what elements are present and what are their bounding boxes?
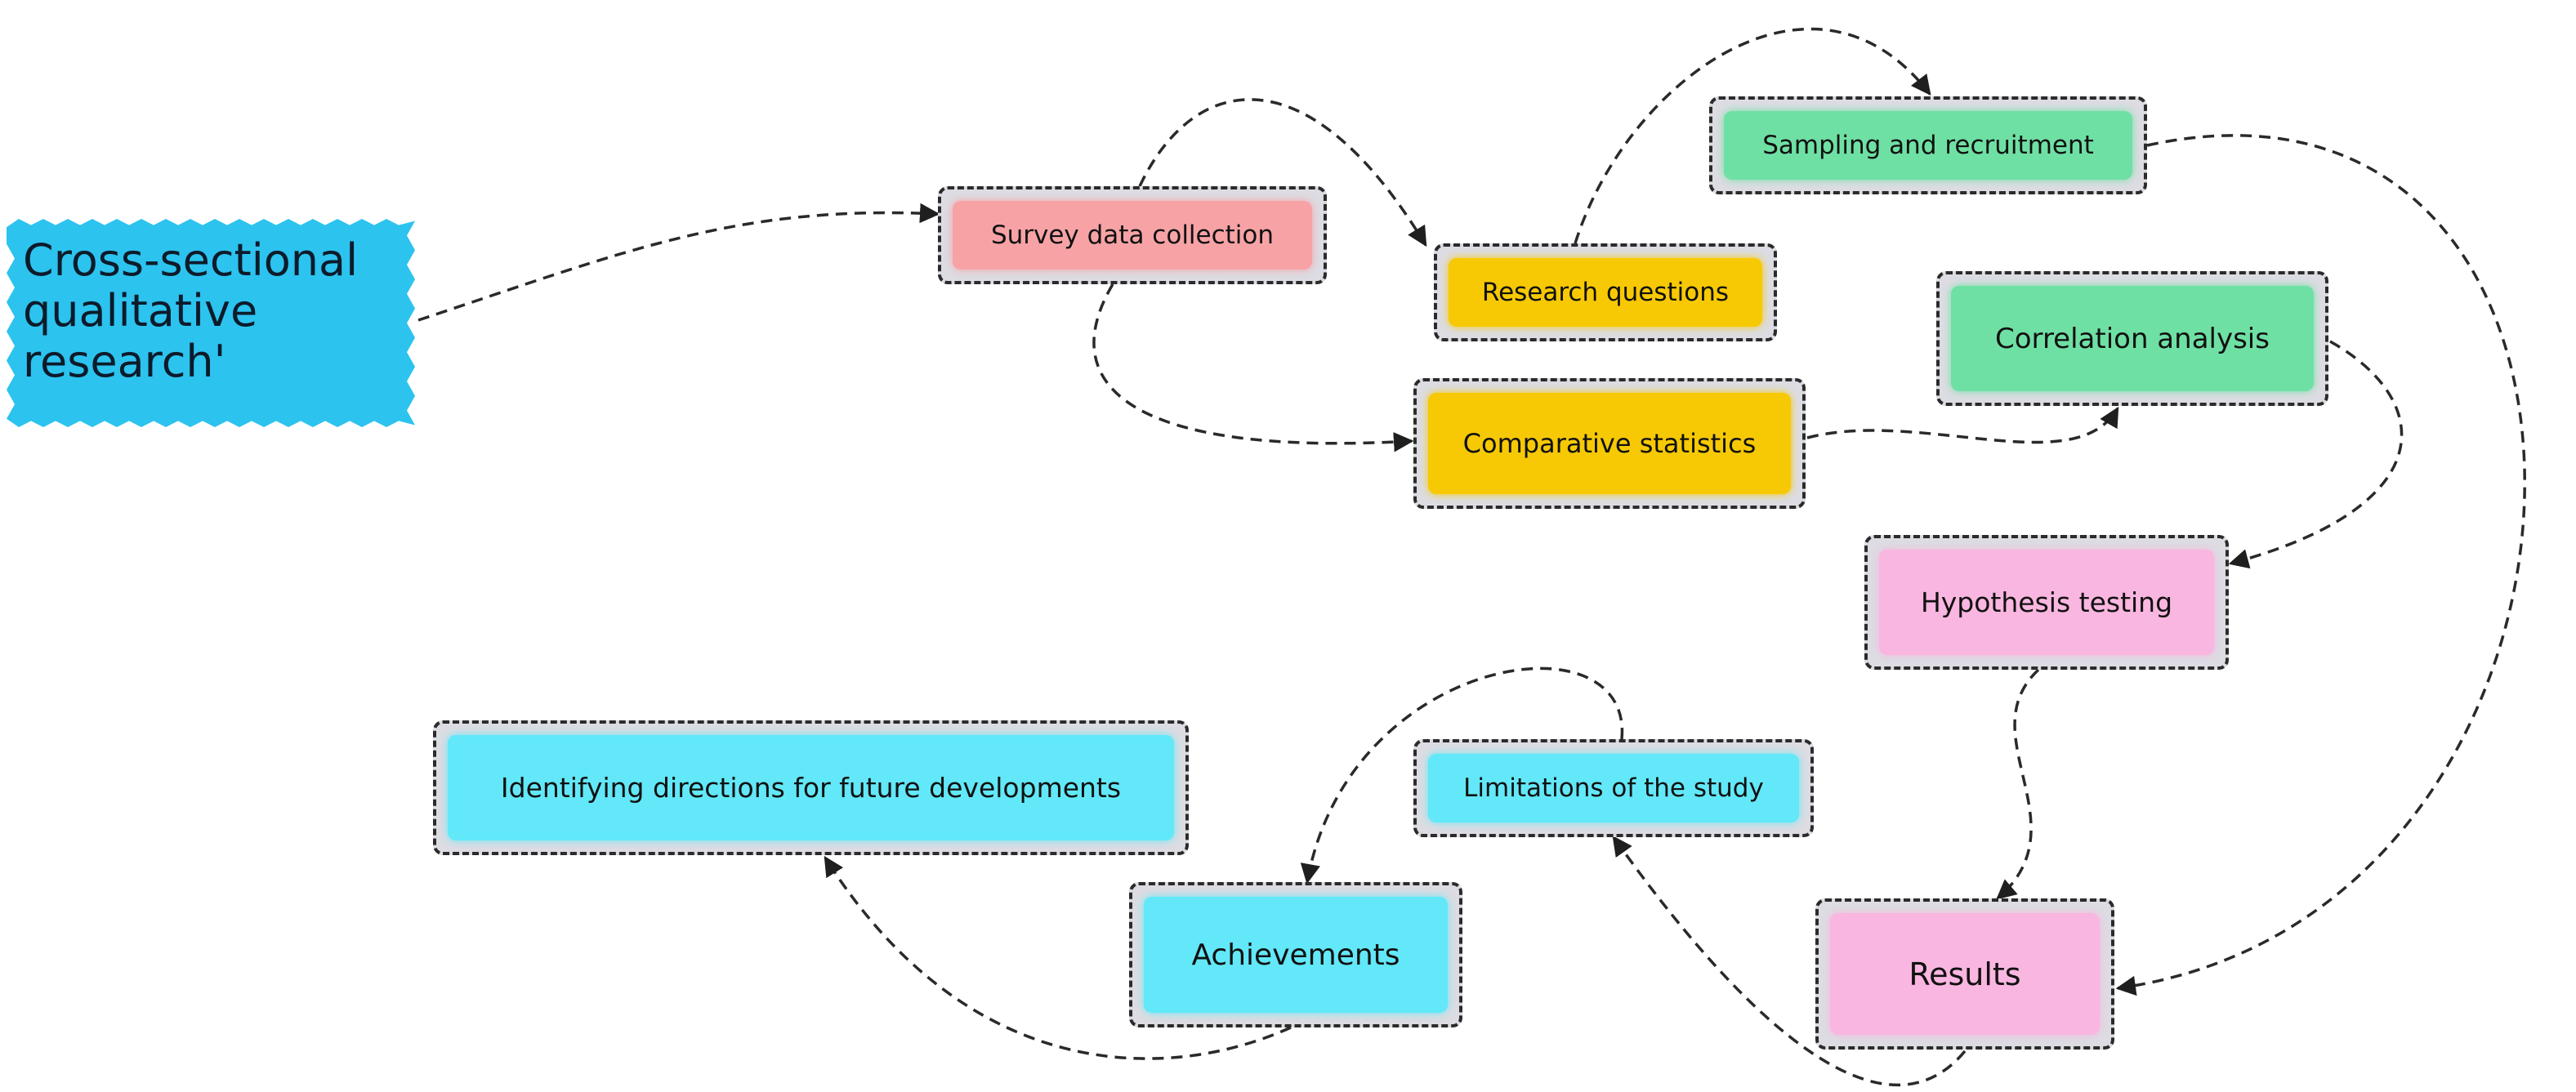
start-node-background <box>7 219 415 427</box>
edge-correlation-to-hypothesis <box>2228 340 2404 569</box>
node-hypothesis-testing: Hypothesis testing <box>1864 535 2229 670</box>
node-comparative-label: Comparative statistics <box>1462 428 1757 459</box>
node-correlation-analysis: Correlation analysis <box>1936 271 2328 406</box>
node-limitations-fill: Limitations of the study <box>1428 754 1799 822</box>
node-correlation-label: Correlation analysis <box>1995 322 2270 355</box>
node-achievements: Achievements <box>1129 882 1462 1027</box>
edge-survey-to-research-questions <box>1138 98 1427 247</box>
node-results-label: Results <box>1909 956 2021 992</box>
node-sampling-label: Sampling and recruitment <box>1762 131 2094 160</box>
edge-comparative-to-correlation <box>1806 406 2119 444</box>
node-research-questions-label: Research questions <box>1481 278 1730 307</box>
edge-hypothesis-to-results <box>1996 668 2040 900</box>
node-survey-data-collection: Survey data collection <box>938 186 1327 284</box>
start-node-label: Cross-sectional qualitative research' <box>23 234 359 387</box>
edge-start-to-survey <box>417 203 940 322</box>
node-comparative-statistics: Comparative statistics <box>1413 378 1806 509</box>
node-sampling-and-recruitment: Sampling and recruitment <box>1709 96 2147 194</box>
edge-survey-to-comparative <box>1092 283 1414 452</box>
node-survey-fill: Survey data collection <box>953 201 1312 270</box>
node-correlation-fill: Correlation analysis <box>1951 286 2314 391</box>
edge-results-to-limitations <box>1612 836 1967 1087</box>
node-research-questions: Research questions <box>1434 243 1777 341</box>
node-research-questions-fill: Research questions <box>1449 258 1762 327</box>
node-sampling-fill: Sampling and recruitment <box>1724 111 2132 180</box>
edge-limitations-to-achievements <box>1300 666 1624 885</box>
node-comparative-fill: Comparative statistics <box>1428 393 1791 494</box>
edge-research-questions-to-sampling <box>1574 27 1931 244</box>
node-results-fill: Results <box>1830 913 2100 1035</box>
node-achievements-fill: Achievements <box>1144 897 1448 1013</box>
node-results: Results <box>1815 898 2114 1050</box>
edge-achievements-to-future <box>824 855 1292 1060</box>
node-future-developments: Identifying directions for future develo… <box>433 720 1189 855</box>
node-survey-label: Survey data collection <box>990 221 1275 250</box>
node-future-fill: Identifying directions for future develo… <box>448 735 1174 840</box>
node-achievements-label: Achievements <box>1191 938 1400 972</box>
node-limitations-of-the-study: Limitations of the study <box>1413 739 1814 837</box>
edge-sampling-to-results <box>2115 134 2526 996</box>
node-hypothesis-label: Hypothesis testing <box>1920 586 2173 618</box>
node-hypothesis-fill: Hypothesis testing <box>1879 550 2214 655</box>
node-future-label: Identifying directions for future develo… <box>500 772 1122 804</box>
node-limitations-label: Limitations of the study <box>1463 773 1764 803</box>
